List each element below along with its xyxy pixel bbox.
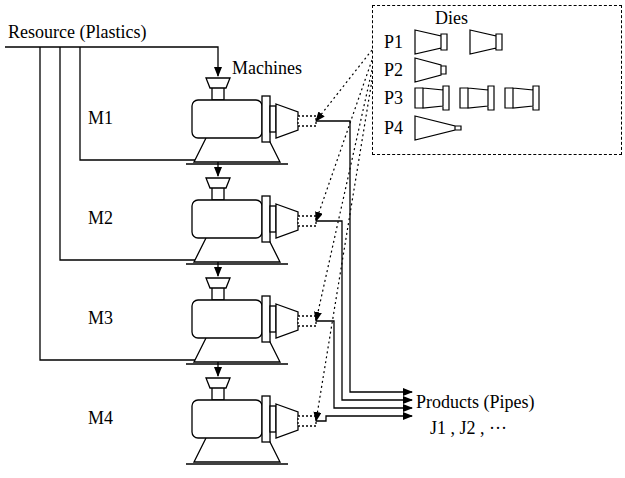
die-assignment-arrow <box>316 70 372 321</box>
node-label: M1 <box>88 108 113 128</box>
extruder-machine: M2 <box>86 178 316 266</box>
feed-lines <box>5 47 218 376</box>
die-label: P4 <box>384 118 403 138</box>
products-label: Products (Pipes) <box>416 392 535 412</box>
extruder-machine: M4 <box>86 378 316 466</box>
die-assignment-arrow <box>316 60 372 221</box>
die-label: P3 <box>384 88 403 108</box>
products-list: J1 , J2 , ··· <box>430 418 507 438</box>
extruder-machine: M1 <box>86 78 316 166</box>
die-label: P1 <box>384 32 403 52</box>
node-label: M4 <box>88 408 113 428</box>
extruder-machines <box>186 78 316 464</box>
die-shapes <box>415 30 539 140</box>
product-lines <box>316 121 412 421</box>
node-label: M3 <box>88 308 113 328</box>
dies-box: Dies <box>372 5 622 155</box>
die-assignment-arrow <box>316 80 372 421</box>
node-label: Dies <box>435 8 468 28</box>
resource-label: Resource (Plastics) <box>8 22 146 42</box>
extruder-machine: M3 <box>86 278 316 366</box>
die-label: P2 <box>384 60 403 80</box>
node-label: M2 <box>88 208 113 228</box>
machines-label: Machines <box>232 58 302 78</box>
